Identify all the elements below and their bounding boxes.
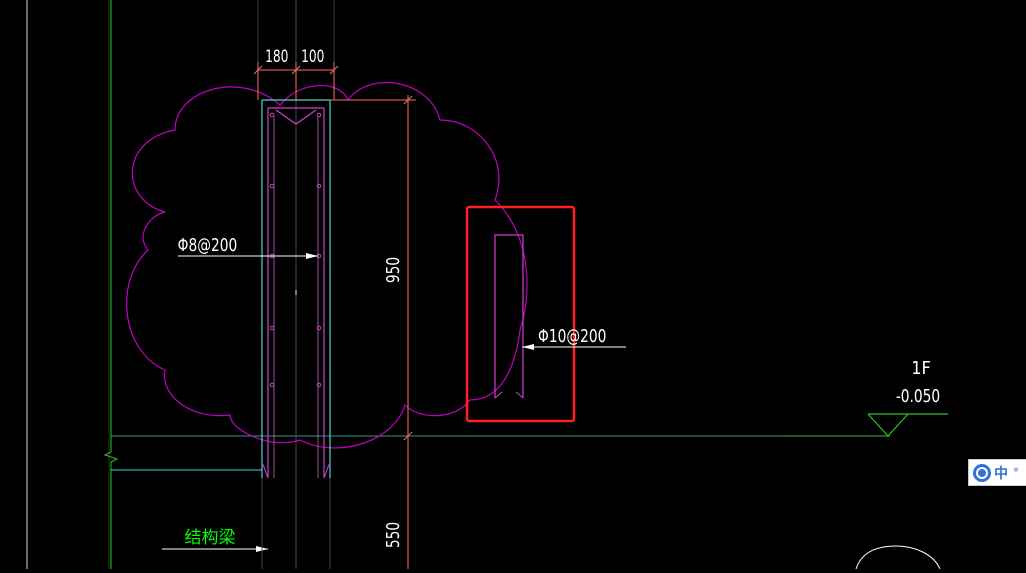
rebar-hook (275, 109, 317, 125)
leader-stirrup-arrow (306, 253, 318, 259)
rebar-label-stirrup: Φ8@200 (178, 234, 238, 256)
leader-horizontal-arrow (522, 344, 534, 350)
highlight-box (465, 205, 576, 423)
dimension-top-left-text: 180 (265, 47, 288, 67)
horizontal-rebar-u (494, 234, 524, 398)
revision-cloud (126, 82, 528, 449)
grid-bubble-circle (855, 545, 941, 570)
ime-toolbar[interactable]: 中 ° (968, 459, 1026, 486)
level-floor-text: 1F (911, 358, 931, 379)
level-marker-triangle (867, 413, 909, 437)
dimension-top-right-text: 100 (301, 47, 324, 67)
ime-language-toggle[interactable]: 中 (994, 465, 1008, 482)
level-elevation-text: -0.050 (896, 385, 940, 407)
ime-punctuation-icon[interactable]: ° (1013, 465, 1019, 480)
rebar-label-horizontal: Φ10@200 (538, 325, 606, 347)
ime-logo-icon[interactable] (973, 463, 991, 482)
rebar-inner (273, 116, 319, 478)
horizontal-rebar-hooks (494, 391, 524, 399)
dimension-ticks-vertical (403, 95, 413, 441)
beam-label: 结构梁 (185, 528, 236, 548)
break-line-symbol (103, 451, 119, 569)
dimension-ticks-top (253, 65, 339, 75)
dimension-550-text: 550 (382, 522, 404, 548)
rebar-break-marks (261, 461, 331, 479)
dimension-950-text: 950 (382, 257, 404, 283)
